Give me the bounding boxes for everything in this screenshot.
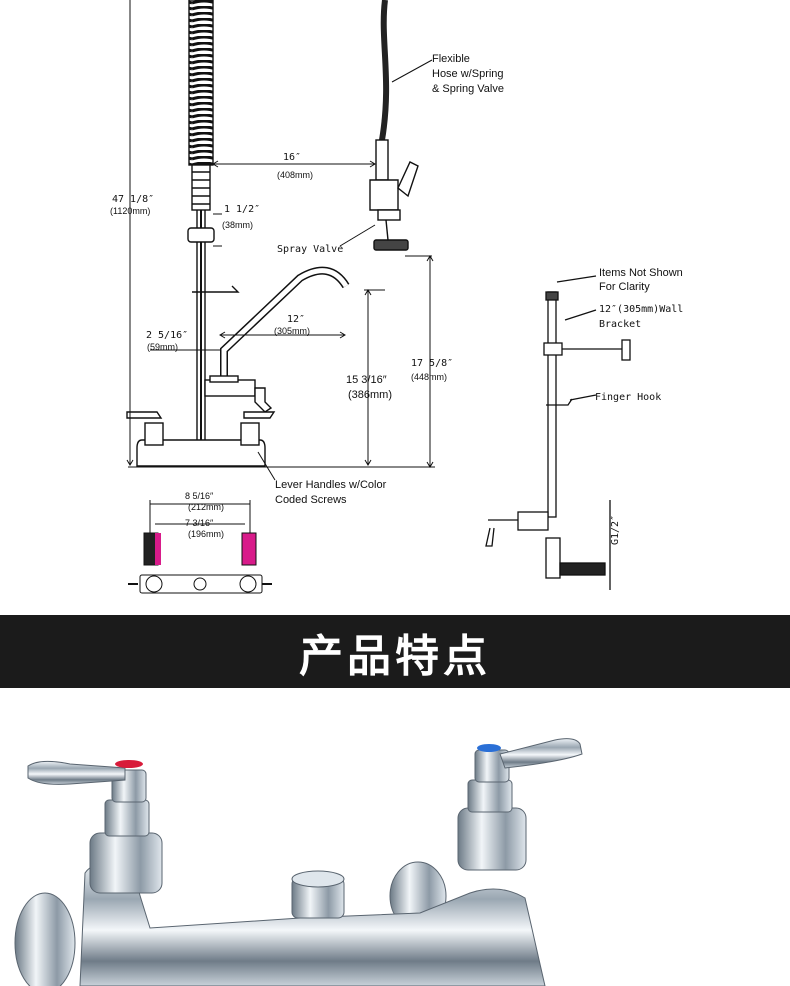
height-15-label: 15 3/16″ <box>346 374 387 386</box>
hot-indicator <box>115 760 143 768</box>
pre-rinse-faucet-drawing <box>126 0 419 467</box>
height-total-mm: (1120mm) <box>110 206 150 216</box>
dimension-labels: Flexible Hose w/Spring & Spring Valve 47… <box>110 53 504 506</box>
spray-valve-label: Spray Valve <box>277 244 343 255</box>
wall-bracket-line1: 12″(305mm)Wall <box>599 304 683 315</box>
lever-handles-label-line2: Coded Screws <box>275 494 347 506</box>
items-not-shown-line2: For Clarity <box>599 281 650 293</box>
height-15-mm: (386mm) <box>348 389 392 401</box>
items-not-shown-line1: Items Not Shown <box>599 267 683 279</box>
thread-label: G1/2″ <box>610 515 621 545</box>
spout-12-mm: (305mm) <box>274 326 310 336</box>
centers-7-mm: (196mm) <box>188 529 224 539</box>
wall-bracket-line2: Bracket <box>599 319 641 330</box>
side-elevation <box>485 275 631 590</box>
left-valve-body <box>89 832 163 894</box>
right-valve-body <box>457 807 527 871</box>
hose-label-line2: Hose w/Spring <box>432 68 504 80</box>
offset-2-5-label: 2 5/16″ <box>146 330 188 341</box>
height-17-mm: (448mm) <box>411 372 447 382</box>
wall-mount-detail <box>128 500 272 594</box>
left-wall-flange <box>14 892 76 986</box>
cold-indicator <box>477 744 501 752</box>
hose-label-line3: & Spring Valve <box>432 83 504 95</box>
centers-7-label: 7 3/16″ <box>185 518 214 528</box>
offset-2-5-mm: (59mm) <box>147 342 178 352</box>
reach-16-label: 16″ <box>283 152 301 163</box>
hose-label-line1: Flexible <box>432 53 470 65</box>
offset-1-5-mm: (38mm) <box>222 220 253 230</box>
spring-coil <box>188 0 214 166</box>
height-total-label: 47 1/8″ <box>112 194 154 205</box>
finger-hook-label: Finger Hook <box>595 392 661 403</box>
offset-1-5-label: 1 1/2″ <box>224 204 260 215</box>
lever-handles-label-line1: Lever Handles w/Color <box>275 479 387 491</box>
right-lever-handle[interactable] <box>499 738 583 769</box>
height-17-label: 17 5/8″ <box>411 358 453 369</box>
product-photo <box>14 738 583 986</box>
hot-screw <box>155 533 161 565</box>
reach-16-mm: (408mm) <box>277 170 313 180</box>
technical-diagram: Flexible Hose w/Spring & Spring Valve 47… <box>110 0 683 594</box>
section-banner: 产品特点 <box>0 615 790 688</box>
spout-12-label: 12″ <box>287 314 305 325</box>
left-lever-handle[interactable] <box>27 760 126 785</box>
dimension-lines <box>126 0 435 481</box>
banner-title: 产品特点 <box>299 630 491 682</box>
centers-8-label: 8 5/16″ <box>185 491 214 501</box>
centers-8-mm: (212mm) <box>188 502 224 512</box>
